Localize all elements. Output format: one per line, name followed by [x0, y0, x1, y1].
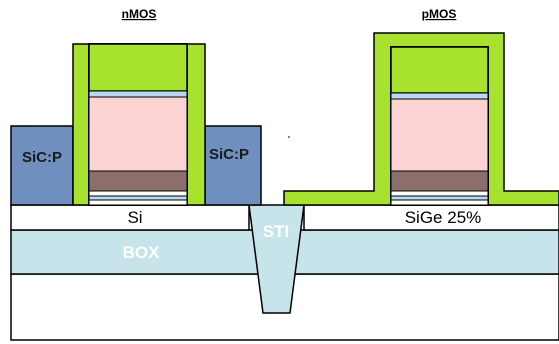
si-label: Si	[127, 208, 142, 227]
nmos-thin-layer-1	[88, 190, 188, 197]
sti-label: STI	[263, 222, 289, 241]
pmos-gate-brown	[390, 170, 489, 192]
sige-label: SiGe 25%	[405, 208, 482, 227]
si-layer	[10, 204, 250, 231]
pmos-thin-layer-2	[390, 195, 489, 201]
nmos-thin-blue-top	[88, 90, 188, 98]
sicp-left-region	[10, 125, 74, 206]
nmos-gate-stack	[88, 43, 188, 206]
nmos-thin-layer-3	[88, 199, 188, 206]
nmos-title: nMOS	[122, 7, 157, 21]
pmos-thin-layer-3	[390, 199, 489, 206]
nmos-gate-brown	[88, 170, 188, 192]
pmos-thin-blue-top	[390, 92, 489, 100]
pmos-gate-pink	[390, 98, 489, 172]
nmos-cap-green	[88, 43, 188, 92]
pmos-gate-stack	[390, 46, 489, 206]
sicp-left-label: SiC:P	[22, 149, 62, 166]
sige-layer	[303, 204, 559, 231]
stray-dot	[288, 136, 290, 138]
sicp-right-region	[204, 125, 262, 206]
pmos-title: pMOS	[422, 7, 457, 21]
sicp-right-label: SiC:P	[209, 146, 249, 163]
pmos-thin-layer-1	[390, 190, 489, 197]
nmos-gate-pink	[88, 96, 188, 172]
box-label: BOX	[123, 243, 161, 262]
nmos-thin-layer-2	[88, 195, 188, 201]
pmos-cap-green	[390, 46, 489, 94]
